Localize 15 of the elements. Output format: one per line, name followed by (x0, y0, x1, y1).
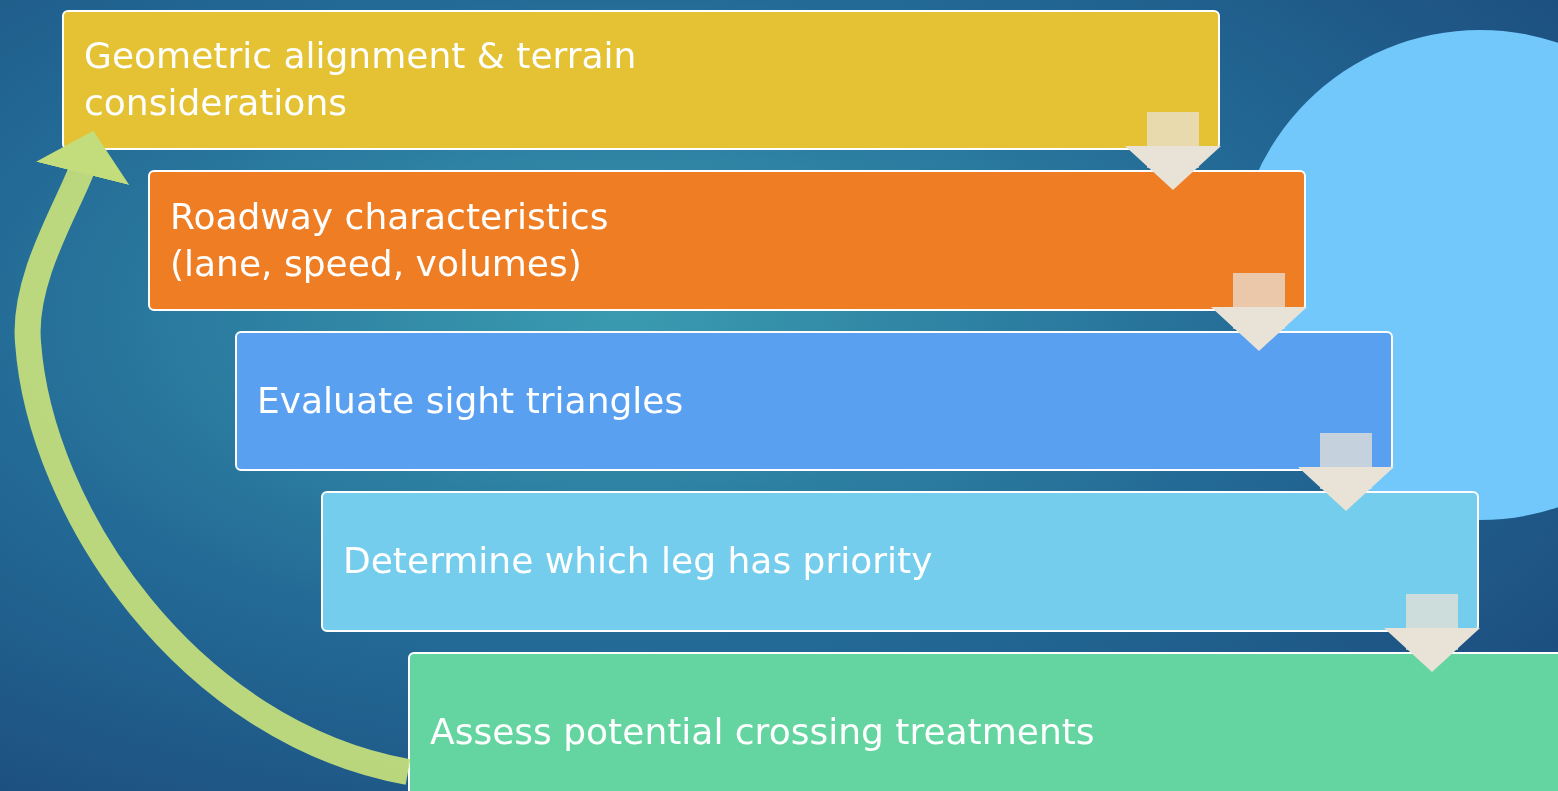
step-text: Evaluate sight triangles (257, 378, 685, 423)
step-text: Determine which leg has priority (343, 539, 934, 584)
process-box (62, 10, 1220, 150)
down-arrow (1211, 273, 1307, 351)
process-box (408, 652, 1558, 791)
curved-return-arrow (14, 131, 412, 785)
process-box (235, 331, 1393, 471)
process-box (148, 170, 1306, 311)
step-text: Geometric alignment & terrain considerations (84, 34, 638, 125)
step-text: Assess potential crossing treatments (430, 709, 1096, 754)
step-text: Roadway characteristics (lane, speed, volumes) (170, 194, 610, 286)
down-arrow (1384, 594, 1480, 672)
down-arrow (1125, 112, 1221, 190)
process-box (321, 491, 1479, 632)
down-arrow (1298, 433, 1394, 511)
